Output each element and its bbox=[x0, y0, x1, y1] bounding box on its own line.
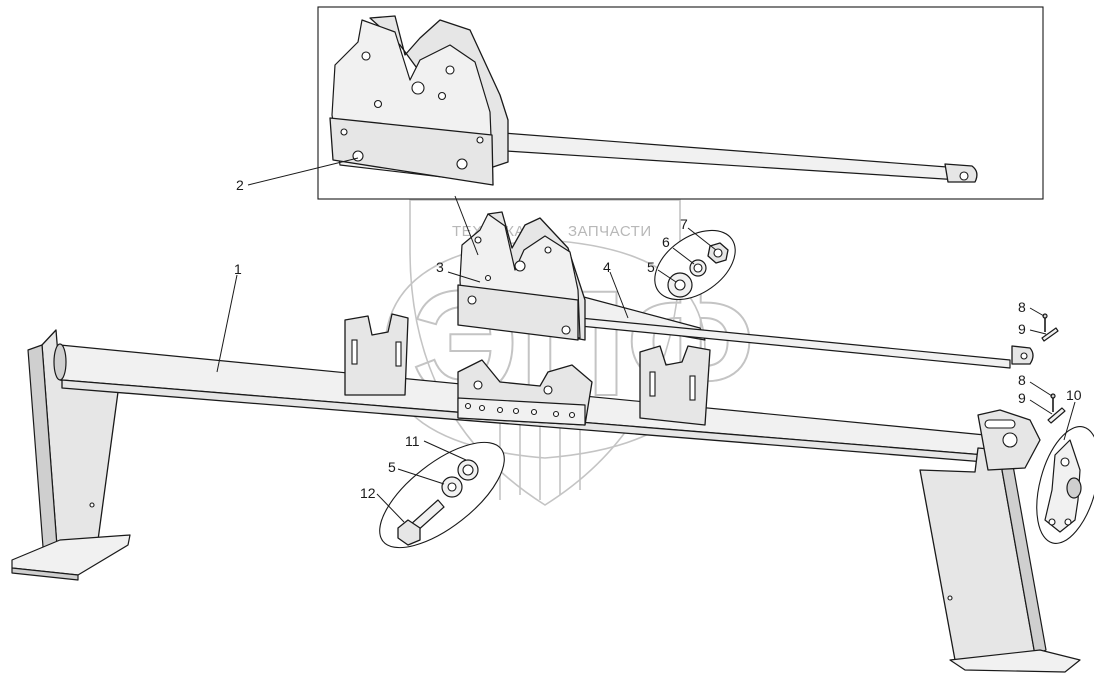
callout-10: 10 bbox=[1066, 387, 1082, 403]
callout-5-lower: 5 bbox=[388, 459, 396, 475]
callout-11: 11 bbox=[405, 433, 420, 449]
pin-9-upper bbox=[1041, 327, 1059, 342]
fastener-card-right bbox=[1036, 426, 1094, 544]
callout-1: 1 bbox=[234, 261, 242, 277]
inset-rod bbox=[489, 131, 961, 181]
callout-7: 7 bbox=[680, 216, 688, 232]
saddle-left bbox=[344, 313, 409, 396]
pins-upper bbox=[1041, 313, 1059, 342]
pins-lower bbox=[1047, 393, 1066, 424]
inset-detail-box bbox=[317, 6, 1044, 200]
pin-9-lower bbox=[1047, 407, 1066, 424]
callout-12: 12 bbox=[360, 485, 376, 501]
hinge-10 bbox=[1044, 439, 1081, 533]
callout-5-upper: 5 bbox=[647, 259, 655, 275]
callout-8-lower: 8 bbox=[1018, 372, 1026, 388]
callout-labels: 2 3 1 4 5 6 7 8 9 8 9 10 11 5 12 bbox=[234, 177, 1082, 501]
right-foot-plate bbox=[949, 649, 1081, 673]
main-frame bbox=[11, 313, 1081, 673]
callout-4: 4 bbox=[603, 259, 611, 275]
mounted-bracket-assembly bbox=[457, 211, 1034, 369]
callout-6: 6 bbox=[662, 234, 670, 250]
callout-3: 3 bbox=[436, 259, 444, 275]
callout-8-upper: 8 bbox=[1018, 299, 1026, 315]
callout-9-lower: 9 bbox=[1018, 390, 1026, 406]
callout-2: 2 bbox=[236, 177, 244, 193]
inset-bracket-base bbox=[329, 117, 494, 186]
bracket-3-base bbox=[457, 284, 579, 341]
fastener-card-lower bbox=[379, 441, 505, 549]
saddle-right bbox=[639, 345, 711, 426]
leader-lines bbox=[216, 157, 1076, 523]
fastener-card-upper bbox=[654, 229, 736, 301]
left-foot-plate bbox=[11, 534, 131, 576]
bolt-12-head bbox=[397, 519, 421, 546]
callout-9-upper: 9 bbox=[1018, 321, 1026, 337]
watermark-brand-right: ЗАПЧАСТИ bbox=[568, 223, 652, 240]
beam-end-cap bbox=[53, 343, 67, 381]
